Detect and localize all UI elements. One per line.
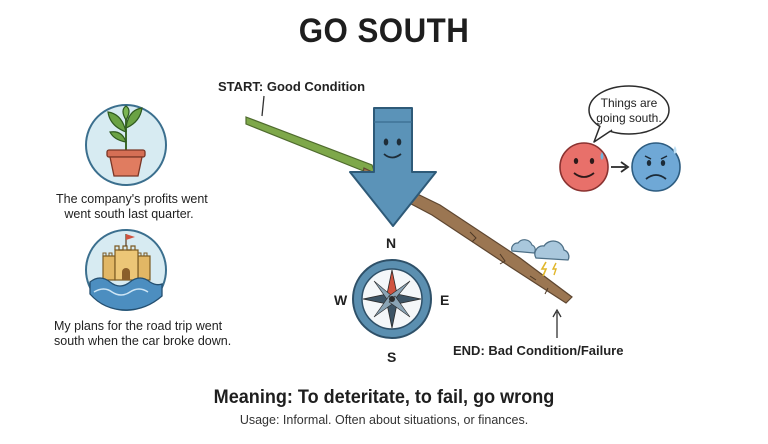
arrow-smile: [383, 153, 402, 159]
speech-bubble-line2: going south.: [596, 111, 662, 125]
compass-west-label: W: [334, 292, 348, 308]
sandcastle-icon: [85, 229, 167, 311]
speech-bubble-line1: Things are: [600, 96, 658, 110]
compass-north-label: N: [386, 235, 397, 251]
speech-bubble: [588, 85, 670, 143]
arrow-right-eye: [396, 138, 402, 146]
sad-face-icon: [631, 142, 681, 192]
example-2-line1: My plans for the road trip went: [54, 319, 223, 333]
compass-south-label: S: [387, 349, 397, 365]
example-1-line1: The company's profits went: [56, 192, 208, 206]
compass-east-label: E: [440, 292, 450, 308]
storm-cloud-icon: [511, 239, 570, 277]
example-1-line2: went south last quarter.: [64, 207, 194, 221]
slope-cracks: [469, 231, 549, 295]
down-arrow-shape: [349, 107, 437, 227]
start-label: START: Good Condition: [218, 79, 366, 94]
example-2-text: My plans for the road trip went south wh…: [54, 319, 232, 349]
happy-face-icon: [559, 142, 609, 192]
page-title: GO SOUTH: [298, 12, 470, 50]
transition-arrow-icon: [611, 161, 630, 173]
usage-text: Usage: Informal. Often about situations,…: [239, 413, 529, 427]
meaning-text: Meaning: To deteritate, to fail, go wron…: [213, 387, 555, 408]
down-arrow: [349, 107, 437, 227]
speech-bubble-text: Things are going south.: [589, 96, 669, 126]
slope-green-section: [245, 116, 378, 178]
plant-pot-icon: [85, 104, 167, 186]
end-label: END: Bad Condition/Failure: [453, 343, 624, 358]
arrow-left-eye: [383, 138, 389, 146]
example-1-text: The company's profits went went south la…: [56, 192, 208, 222]
example-2-line2: south when the car broke down.: [54, 334, 232, 348]
end-pointer-arrowhead: [552, 308, 562, 318]
start-pointer-line: [261, 95, 265, 117]
compass-icon: [352, 259, 432, 339]
